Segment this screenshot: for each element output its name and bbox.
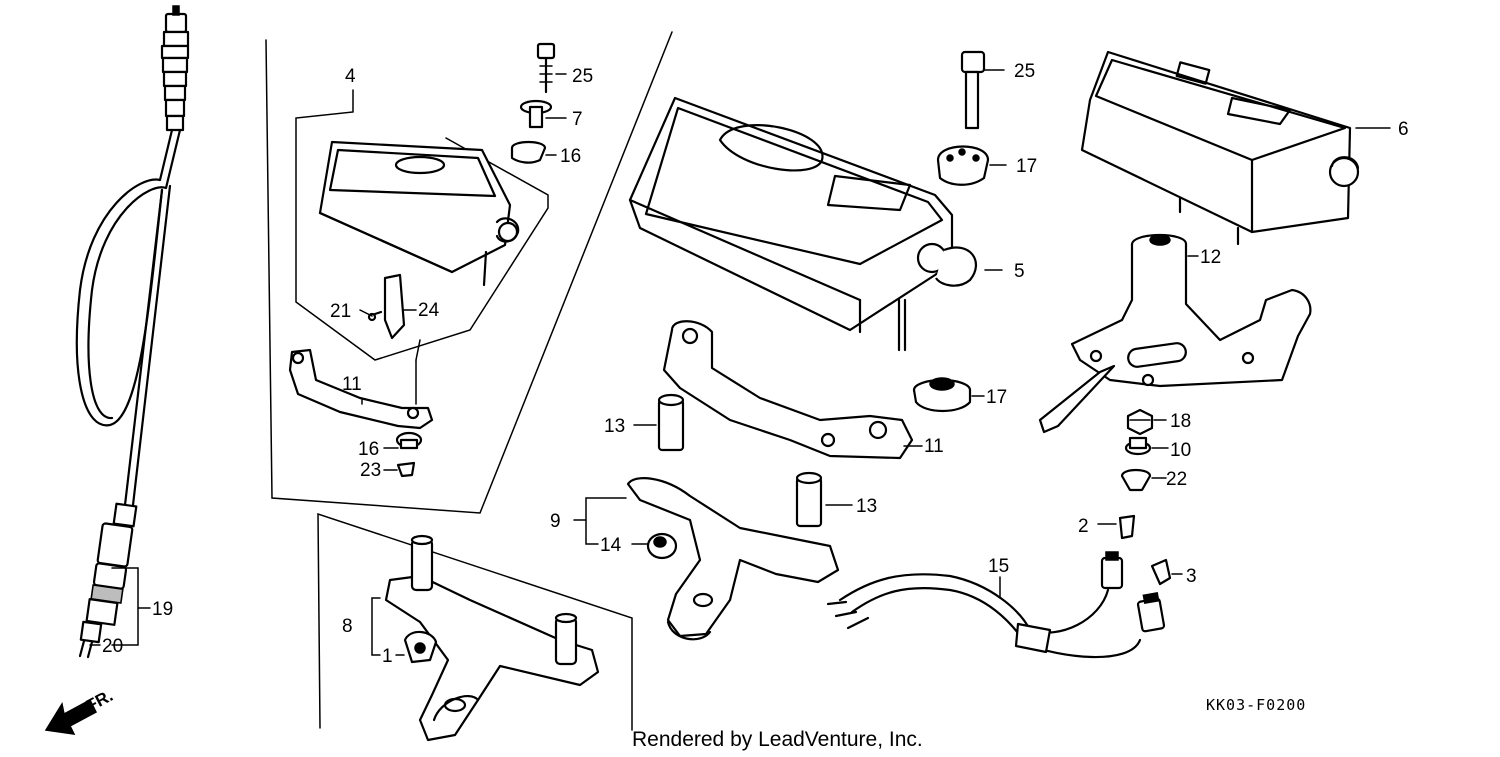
- bracket-right: [1038, 234, 1312, 434]
- mounting-plate-lower: [371, 534, 600, 742]
- callout-16-bottom: 16: [358, 439, 379, 460]
- diagram-code: KK03-F0200: [1206, 696, 1306, 714]
- callout-17-bottom: 17: [986, 387, 1007, 408]
- meter-assembly-left: [295, 89, 549, 361]
- callout-10: 10: [1170, 440, 1191, 461]
- callout-11-center: 11: [924, 436, 944, 457]
- bolt-grommet-stack-left: [510, 42, 567, 164]
- grommet-center-lower: [912, 377, 985, 412]
- callout-18: 18: [1170, 411, 1191, 432]
- speedometer-cable: [75, 5, 190, 659]
- callout-21: 21: [330, 301, 351, 322]
- callout-13-right: 13: [856, 496, 877, 517]
- callout-8: 8: [342, 616, 353, 637]
- bolt-grommet-stack-center: [936, 50, 1007, 186]
- callout-17-top: 17: [1016, 156, 1037, 177]
- callout-12: 12: [1200, 247, 1221, 268]
- wire-harness: [826, 514, 1183, 659]
- callout-24: 24: [418, 300, 440, 321]
- callout-6: 6: [1398, 119, 1409, 140]
- callout-labels: 4 25 7 16 21 24 11 16 23 8 1 19 20 25 17…: [102, 61, 1409, 667]
- callout-2: 2: [1078, 516, 1089, 537]
- callout-23: 23: [360, 460, 381, 481]
- callout-22: 22: [1166, 469, 1187, 490]
- callout-7: 7: [572, 109, 583, 130]
- callout-16-top: 16: [560, 146, 581, 167]
- callout-13-left: 13: [604, 416, 625, 437]
- callout-14: 14: [600, 535, 622, 556]
- render-credit: Rendered by LeadVenture, Inc.: [632, 728, 923, 751]
- bracket-center: [662, 320, 923, 460]
- callout-11-left: 11: [342, 374, 362, 395]
- section-frames: [265, 31, 673, 731]
- collars: [633, 393, 853, 528]
- callout-20: 20: [102, 636, 123, 657]
- meter-assembly-right: [1080, 50, 1391, 246]
- meter-assembly-center: [628, 96, 1003, 352]
- callout-5: 5: [1014, 261, 1025, 282]
- callout-15: 15: [988, 556, 1009, 577]
- callout-1: 1: [382, 646, 393, 667]
- callout-25-center: 25: [1014, 61, 1035, 82]
- front-direction-arrow: FR.: [44, 686, 116, 735]
- callout-19: 19: [152, 599, 173, 620]
- callout-4: 4: [345, 66, 356, 87]
- bracket-left: [288, 339, 434, 478]
- nut-stack-right: [1120, 408, 1169, 492]
- lower-bracket-center: [573, 477, 840, 641]
- callout-9: 9: [550, 511, 561, 532]
- callout-25-left: 25: [572, 66, 593, 87]
- callout-3: 3: [1186, 566, 1197, 587]
